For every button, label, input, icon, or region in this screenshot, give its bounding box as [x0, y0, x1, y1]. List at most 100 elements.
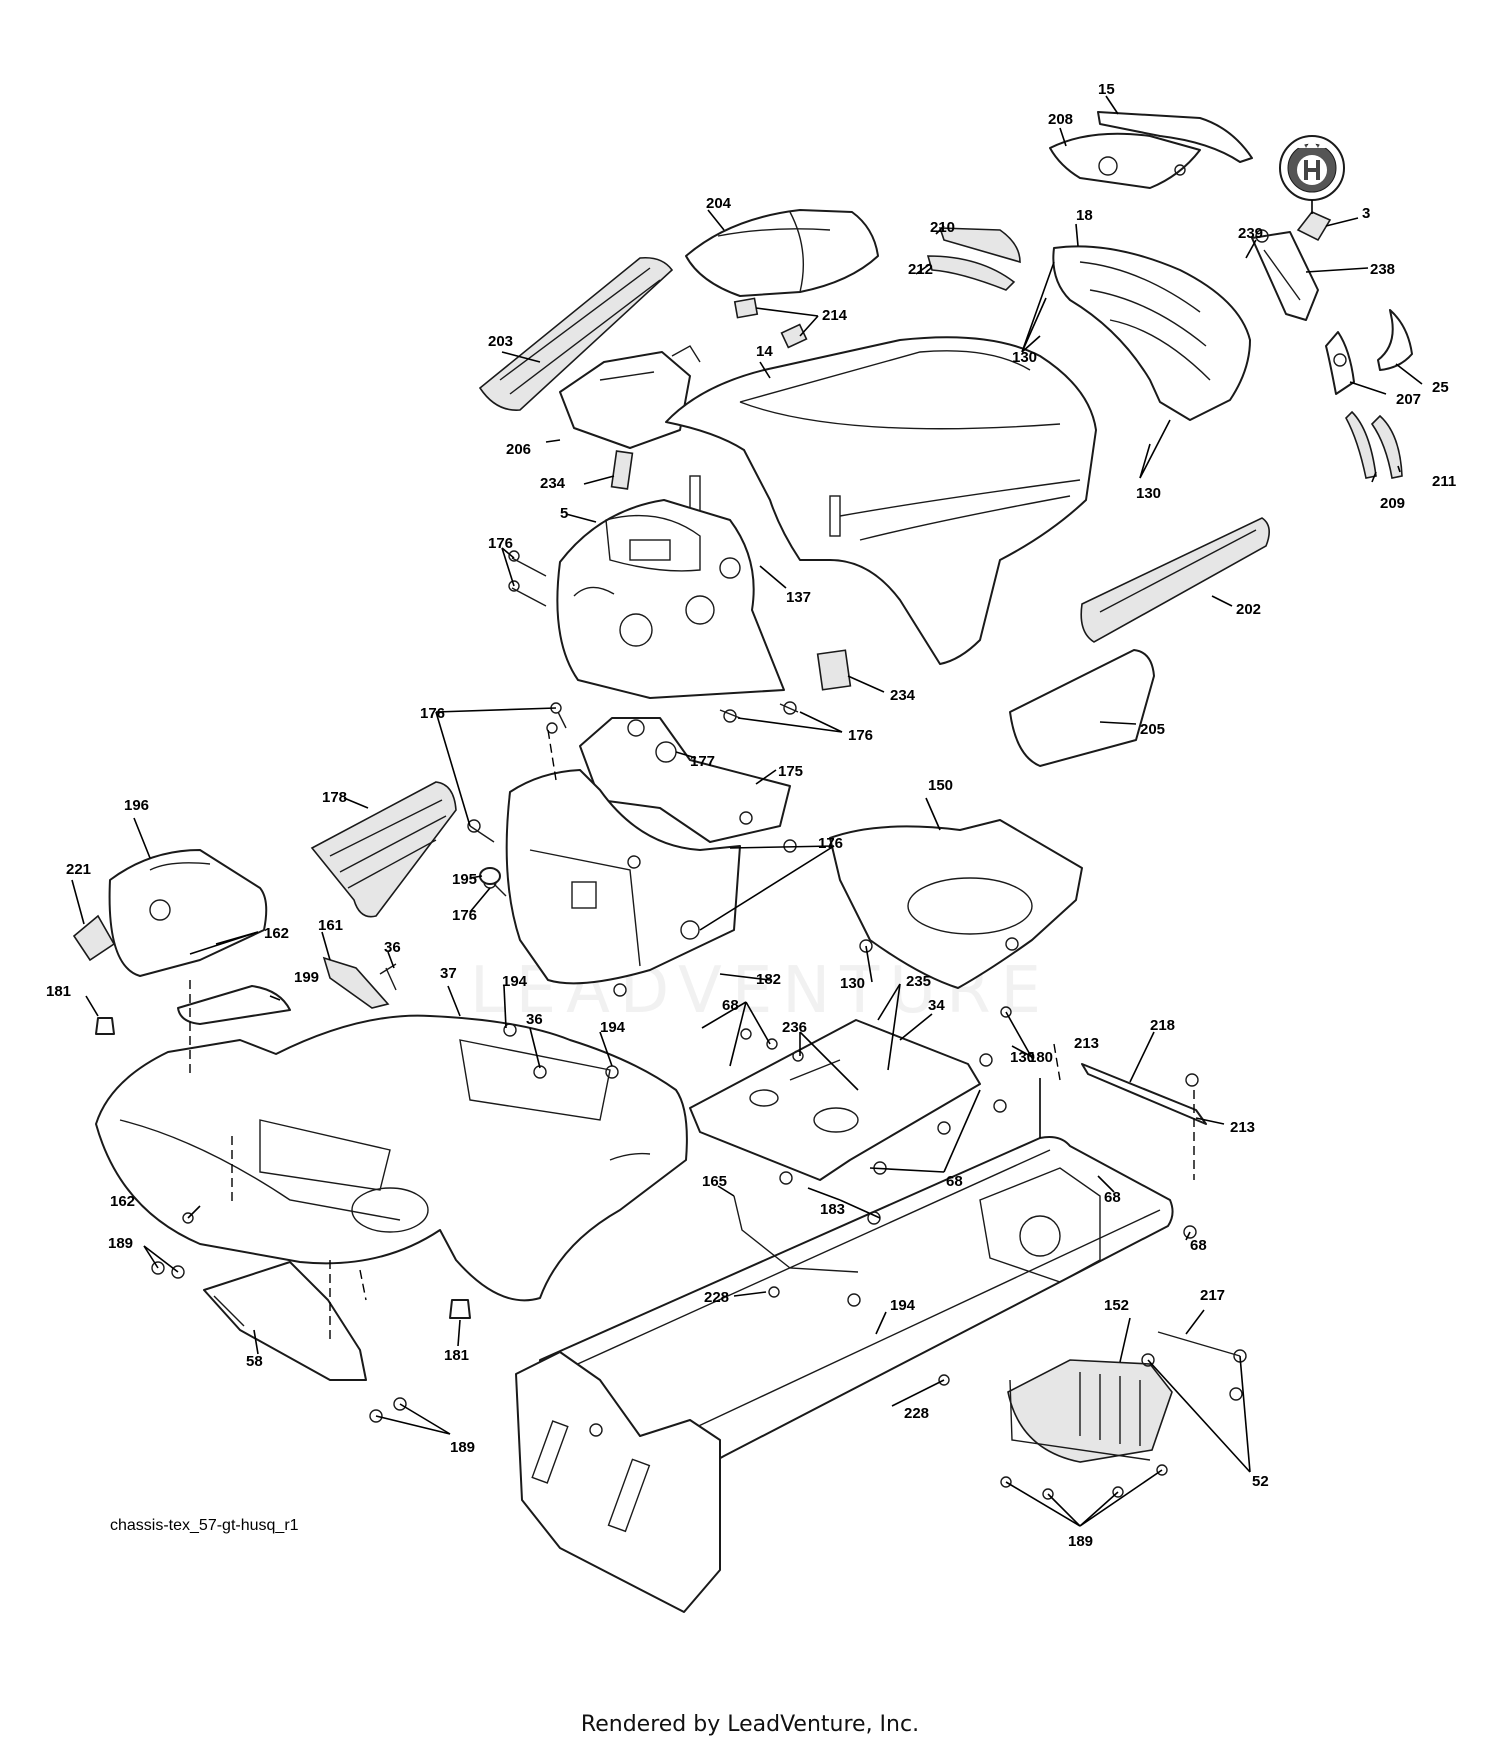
part-152-shield — [1007, 1359, 1173, 1463]
callout-218: 218 — [1150, 1017, 1175, 1034]
callout-14: 14 — [756, 343, 773, 360]
callout-176d: 176 — [818, 835, 843, 852]
callout-209: 209 — [1380, 495, 1405, 512]
part-238-bracket — [1251, 231, 1319, 321]
part-175-bracket — [579, 717, 791, 843]
callout-162a: 162 — [264, 925, 289, 942]
callout-15: 15 — [1098, 81, 1115, 98]
callout-228a: 228 — [704, 1289, 729, 1306]
callout-181b: 181 — [444, 1347, 469, 1364]
callout-195: 195 — [452, 871, 477, 888]
callout-5: 5 — [560, 505, 568, 522]
part-165-rod — [733, 1195, 859, 1273]
callout-238: 238 — [1370, 261, 1395, 278]
part-221-decal — [72, 914, 116, 962]
callout-182: 182 — [756, 971, 781, 988]
callout-137: 137 — [786, 589, 811, 606]
callout-239: 239 — [1238, 225, 1263, 242]
callout-130b: 130 — [1136, 485, 1161, 502]
callout-18: 18 — [1076, 207, 1093, 224]
callout-206: 206 — [506, 441, 531, 458]
callout-211: 211 — [1432, 473, 1456, 490]
callout-221: 221 — [66, 861, 91, 878]
part-207-lens — [1325, 331, 1355, 395]
part-180-rear-plate — [515, 1351, 721, 1613]
callout-180: 180 — [1028, 1049, 1053, 1066]
callout-205: 205 — [1140, 721, 1165, 738]
callout-36a: 36 — [384, 939, 401, 956]
callout-3: 3 — [1362, 205, 1370, 222]
parts-art — [72, 111, 1413, 1613]
callout-189c: 189 — [1068, 1533, 1093, 1550]
callout-202: 202 — [1236, 601, 1261, 618]
callout-152: 152 — [1104, 1297, 1129, 1314]
part-214-clip-b — [780, 323, 808, 349]
part-195-plug — [479, 867, 501, 885]
part-58-bracket — [203, 1261, 367, 1381]
callout-207: 207 — [1396, 391, 1421, 408]
part-196-seat-pan — [108, 849, 268, 977]
part-204-lid — [685, 209, 879, 297]
callout-214: 214 — [822, 307, 848, 324]
callout-68a: 68 — [722, 997, 739, 1014]
callout-235: 235 — [906, 973, 931, 990]
callout-203: 203 — [488, 333, 513, 350]
part-181-pivot-b — [449, 1299, 471, 1319]
alignment-lines — [189, 729, 1195, 1340]
part-3-badge — [1296, 211, 1332, 242]
callout-194a: 194 — [502, 973, 528, 990]
callout-234a: 234 — [540, 475, 566, 492]
part-34-plate — [689, 1019, 981, 1181]
husqvarna-emblem-icon — [1279, 135, 1345, 201]
callout-189b: 189 — [450, 1439, 475, 1456]
part-15-trim — [1097, 111, 1253, 163]
part-206-duct — [559, 351, 691, 449]
part-208-lens — [1049, 132, 1201, 189]
part-234-label-a — [610, 450, 634, 490]
part-212-grille — [926, 255, 1016, 291]
callout-196: 196 — [124, 797, 149, 814]
callout-165: 165 — [702, 1173, 727, 1190]
callout-212: 212 — [908, 261, 933, 278]
part-18-nose — [1052, 245, 1251, 421]
part-217-rod — [1157, 1331, 1241, 1357]
callout-183: 183 — [820, 1201, 845, 1218]
callout-58: 58 — [246, 1353, 263, 1370]
part-14-hood — [665, 336, 1097, 665]
callout-199: 199 — [294, 969, 319, 986]
callout-36b: 36 — [526, 1011, 543, 1028]
callout-176a: 176 — [488, 535, 513, 552]
callout-52: 52 — [1252, 1473, 1269, 1490]
leader-lines — [71, 95, 1423, 1527]
part-150-tray — [829, 819, 1083, 989]
screw-set-176 — [467, 550, 799, 937]
part-234-label-b — [816, 649, 852, 691]
callout-176c: 176 — [848, 727, 873, 744]
callout-176e: 176 — [452, 907, 477, 924]
callout-130a: 130 — [1012, 349, 1037, 366]
callout-25: 25 — [1432, 379, 1449, 396]
part-202-bumper — [1080, 517, 1270, 643]
callout-68b: 68 — [946, 1173, 963, 1190]
callout-213a: 213 — [1074, 1035, 1099, 1052]
callout-162b: 162 — [110, 1193, 135, 1210]
part-214-clip-a — [733, 297, 759, 319]
callout-208: 208 — [1048, 111, 1073, 128]
callout-194b: 194 — [600, 1019, 626, 1036]
callout-130d: 130 — [1010, 1049, 1035, 1066]
callout-68d: 68 — [1190, 1237, 1207, 1254]
part-5-dash — [556, 499, 785, 699]
callout-194c: 194 — [890, 1297, 916, 1314]
callout-34: 34 — [928, 997, 945, 1014]
part-205-panel — [1009, 649, 1155, 767]
callout-234b: 234 — [890, 687, 916, 704]
callout-37: 37 — [440, 965, 457, 982]
part-199-bracket — [177, 985, 291, 1025]
part-37-fender — [95, 1014, 688, 1302]
part-218-crossbar — [1081, 1063, 1207, 1125]
callout-130c: 130 — [840, 975, 865, 992]
callout-178: 178 — [322, 789, 347, 806]
callout-228b: 228 — [904, 1405, 929, 1422]
part-209-grille — [1345, 410, 1377, 479]
part-25-trim — [1377, 309, 1413, 371]
